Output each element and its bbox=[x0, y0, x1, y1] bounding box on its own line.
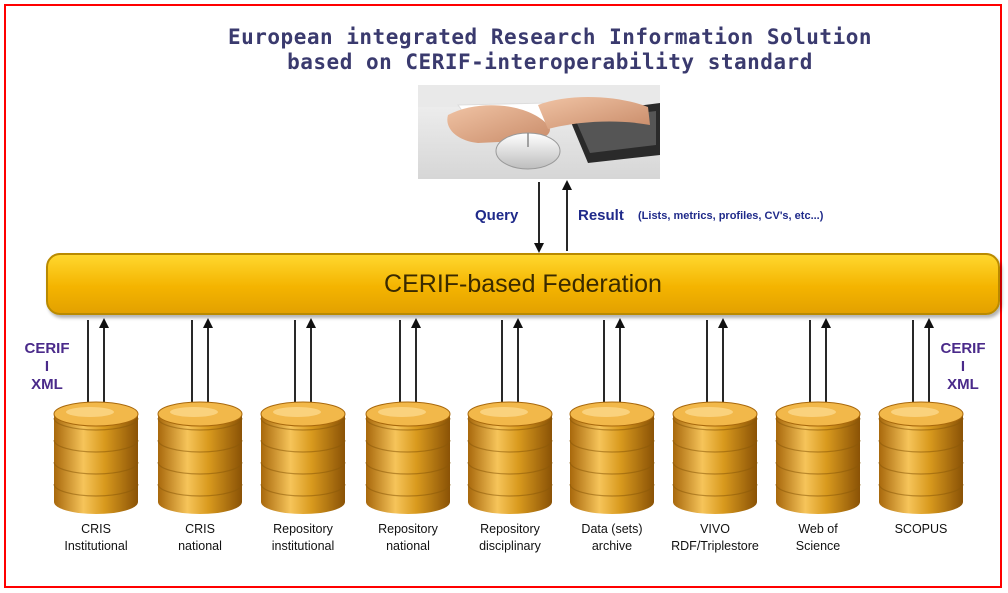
database-cylinder bbox=[364, 400, 452, 518]
title-line-1: European integrated Research Information… bbox=[227, 25, 872, 49]
database-label-line1: SCOPUS bbox=[894, 522, 948, 536]
database-label: CRIS national bbox=[145, 521, 255, 555]
database-label: SCOPUS bbox=[866, 521, 976, 538]
database-label-line2: Science bbox=[795, 539, 841, 553]
database-label: Repository disciplinary bbox=[455, 521, 565, 555]
database-label: Repository national bbox=[353, 521, 463, 555]
cerif-left-line3: XML bbox=[31, 376, 63, 393]
database-label-line1: Web of bbox=[798, 522, 838, 536]
cerif-federation-bar: CERIF-based Federation bbox=[46, 253, 1000, 315]
database-label-line2: national bbox=[386, 539, 430, 553]
database-label-line1: CRIS bbox=[185, 522, 215, 536]
database-label-line2: disciplinary bbox=[479, 539, 541, 553]
database-label: Web of Science bbox=[763, 521, 873, 555]
database-label: CRIS Institutional bbox=[41, 521, 151, 555]
database-label-line1: Data (sets) bbox=[581, 522, 643, 536]
cerif-right-line1: CERIF bbox=[940, 340, 986, 357]
database-cylinder bbox=[259, 400, 347, 518]
database-label: Data (sets) archive bbox=[557, 521, 667, 555]
database-label-line2: archive bbox=[591, 539, 633, 553]
query-label: Query bbox=[475, 207, 519, 224]
cerif-left-line1: CERIF bbox=[24, 340, 70, 357]
database-label-line1: VIVO bbox=[700, 522, 730, 536]
user-at-computer-photo bbox=[418, 85, 660, 179]
result-note: (Lists, metrics, profiles, CV's, etc...) bbox=[638, 210, 824, 222]
title-line-2: based on CERIF-interoperability standard bbox=[287, 50, 813, 74]
database-label: VIVO RDF/Triplestore bbox=[660, 521, 770, 555]
cerif-left-line2: I bbox=[44, 358, 50, 375]
database-cylinder bbox=[774, 400, 862, 518]
database-label-line1: CRIS bbox=[81, 522, 111, 536]
database-label: Repository institutional bbox=[248, 521, 358, 555]
database-label-line2: institutional bbox=[271, 539, 335, 553]
database-label-line1: Repository bbox=[378, 522, 438, 536]
cerif-xml-right: CERIF I XML bbox=[938, 340, 988, 394]
database-cylinder bbox=[466, 400, 554, 518]
cerif-right-line3: XML bbox=[947, 376, 979, 393]
database-cylinder bbox=[52, 400, 140, 518]
database-label-line2: national bbox=[178, 539, 222, 553]
database-cylinder bbox=[671, 400, 759, 518]
federation-label: CERIF-based Federation bbox=[384, 269, 662, 298]
database-cylinder bbox=[156, 400, 244, 518]
cerif-right-line2: I bbox=[960, 358, 966, 375]
database-label-line2: Institutional bbox=[64, 539, 128, 553]
cerif-xml-left: CERIF I XML bbox=[22, 340, 72, 394]
database-label-line2: RDF/Triplestore bbox=[671, 539, 759, 553]
database-label-line1: Repository bbox=[273, 522, 333, 536]
database-cylinder bbox=[877, 400, 965, 518]
database-cylinder bbox=[568, 400, 656, 518]
red-frame bbox=[4, 4, 1002, 588]
result-label: Result bbox=[578, 207, 624, 224]
database-label-line1: Repository bbox=[480, 522, 540, 536]
